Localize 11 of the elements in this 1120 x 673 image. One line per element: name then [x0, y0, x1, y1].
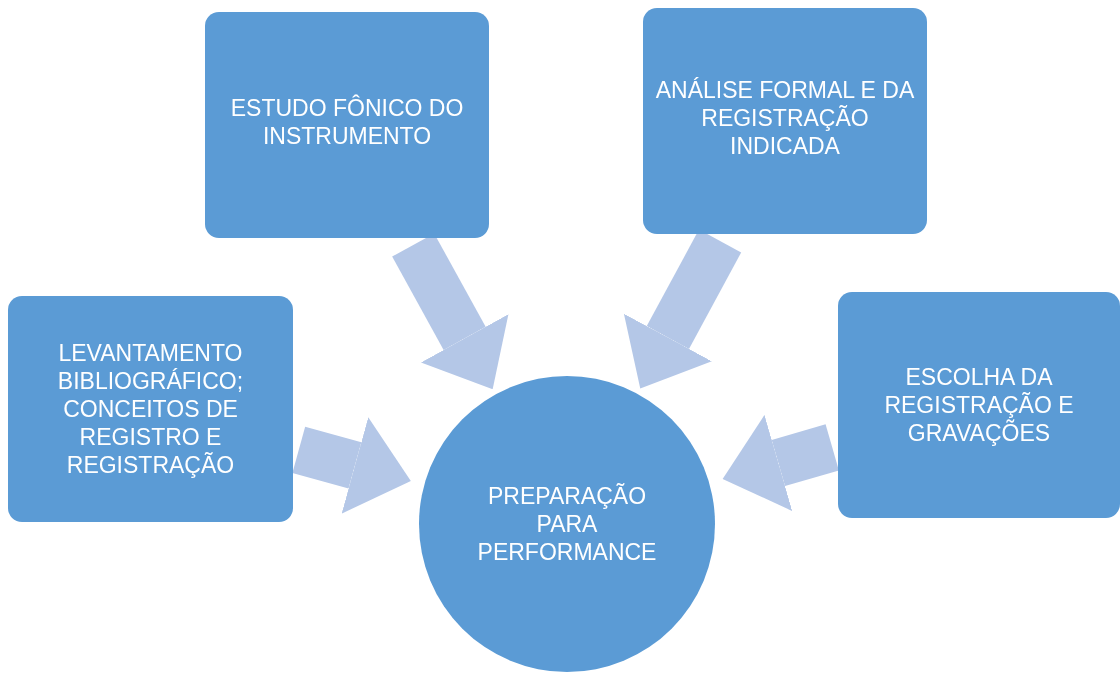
node-label: ANÁLISE FORMAL E DA REGISTRAÇÃO INDICADA — [655, 76, 915, 160]
node-label: PREPARAÇÃO PARA PERFORMANCE — [477, 482, 657, 566]
block-arrow — [292, 417, 411, 514]
process-box — [205, 12, 489, 238]
block-arrow — [722, 414, 839, 511]
node-label: LEVANTAMENTO BIBLIOGRÁFICO; CONCEITOS DE REGISTRO E REGISTRAÇÃO — [56, 339, 245, 479]
node-label: ESCOLHA DA REGISTRAÇÃO E GRAVAÇÕES — [883, 363, 1075, 447]
process-box — [643, 8, 927, 234]
node-label: ESTUDO FÔNICO DO INSTRUMENTO — [229, 94, 465, 150]
process-box — [8, 296, 293, 522]
process-box — [838, 292, 1120, 518]
